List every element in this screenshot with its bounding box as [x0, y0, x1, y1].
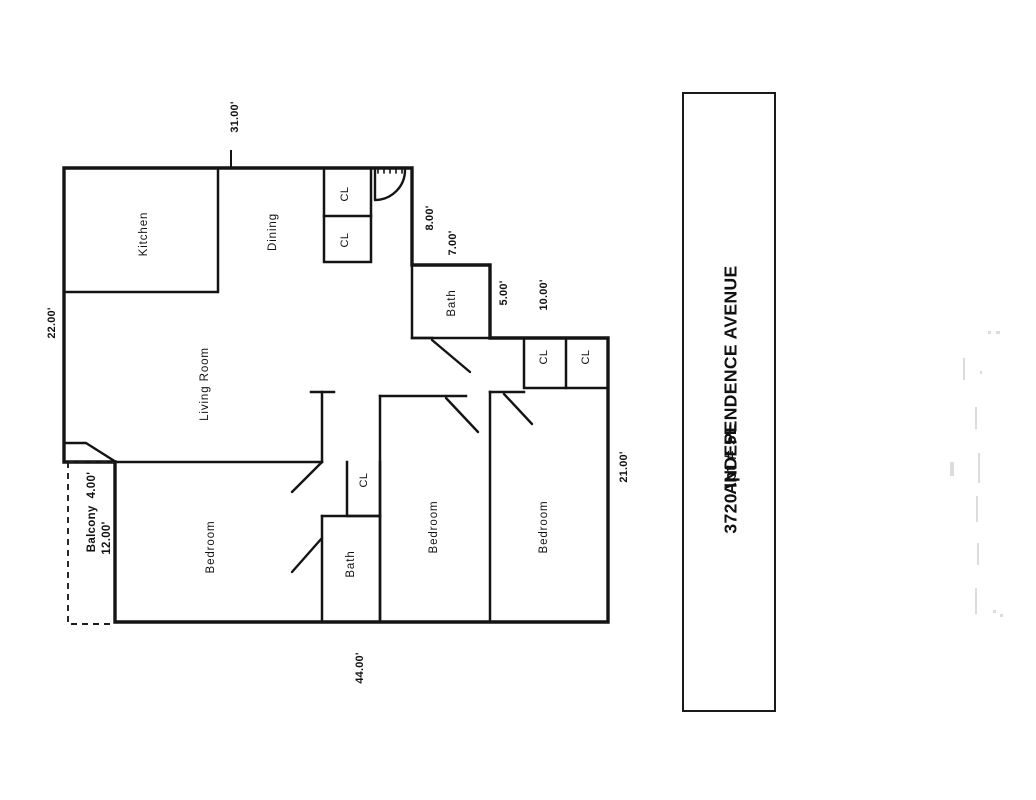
closet-label-upper-2: CL [339, 232, 351, 248]
title-block-unit: Apt # 5E [721, 423, 740, 495]
room-label-bedroom-2: Bedroom [428, 500, 440, 554]
room-label-bedroom-3: Bedroom [538, 500, 550, 554]
balcony-depth: 4.00' [86, 471, 98, 499]
dimension-bottom: 44.00' [354, 652, 366, 684]
room-label-dining: Dining [267, 213, 279, 252]
closet-label-hall: CL [358, 472, 370, 488]
exterior-wall [62, 166, 610, 624]
room-label-bedroom-1: Bedroom [205, 520, 217, 574]
dimension-closet-bay: 10.00' [538, 279, 550, 311]
dimension-right: 21.00' [618, 451, 630, 483]
bedroom2-door [444, 396, 480, 434]
door-swings [84, 167, 534, 574]
closet-label-upper-1: CL [339, 186, 351, 202]
dimension-bath-width: 7.00' [447, 230, 459, 256]
dimension-left: 22.00' [46, 307, 58, 339]
lower-bath-door [290, 536, 324, 574]
dimension-entry: 8.00' [424, 205, 436, 231]
title-block: 3720 INDEPENDENCE AVENUE Apt # 5E [682, 92, 776, 712]
balcony-door [84, 441, 118, 464]
room-label-bath-lower: Bath [345, 550, 357, 578]
bedroom3-door [502, 392, 534, 426]
interior-walls [62, 166, 610, 624]
closet-label-right-2: CL [580, 349, 592, 365]
title-block-inner: 3720 INDEPENDENCE AVENUE Apt # 5E [684, 94, 778, 714]
room-label-kitchen: Kitchen [138, 211, 150, 257]
room-label-bath-upper: Bath [446, 289, 458, 317]
entry-door-arc [373, 168, 407, 202]
room-label-living-room: Living Room [199, 347, 211, 421]
balcony-name: Balcony [86, 505, 98, 553]
dimension-bath-step: 5.00' [498, 280, 510, 306]
right-closet-block [522, 336, 610, 390]
balcony-width-dimension: 12.00' [101, 521, 113, 555]
upper-bath-door [430, 338, 472, 374]
dimension-top: 31.00' [229, 101, 241, 133]
closet-label-right-1: CL [538, 349, 550, 365]
balcony-outline [67, 461, 115, 625]
kitchen-partition [62, 166, 220, 294]
bedroom1-door [290, 460, 324, 494]
balcony-label: Balcony 4.00' [86, 457, 98, 567]
